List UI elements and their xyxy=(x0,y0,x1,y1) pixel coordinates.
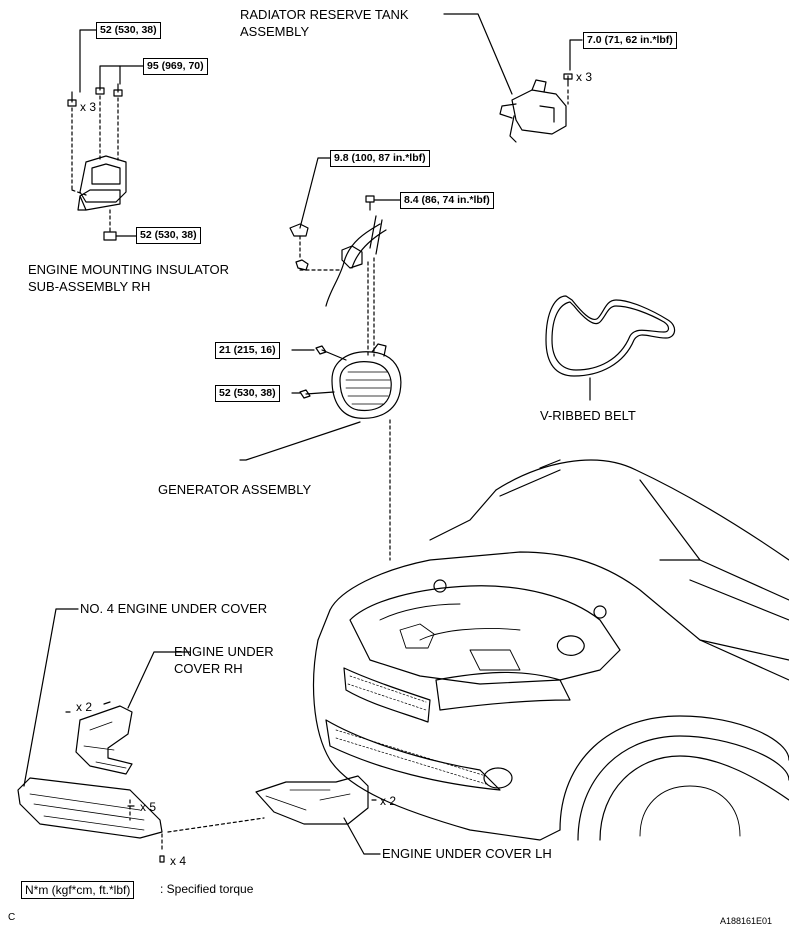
radiator-reserve-tank-drawing xyxy=(499,73,573,143)
engine-mount-label-line1: ENGINE MOUNTING INSULATOR xyxy=(28,262,230,277)
generator-drawing xyxy=(289,195,402,561)
qty-mount-bolts: x 3 xyxy=(80,100,97,114)
engine-mount-label-line2: SUB-ASSEMBLY RH xyxy=(28,279,151,294)
generator-label: GENERATOR ASSEMBLY xyxy=(158,482,312,497)
corner-letter: C xyxy=(8,912,16,923)
torque-mount-bolt-top: 52 (530, 38) xyxy=(96,22,161,39)
qty-cover-rh-clips: x 2 xyxy=(76,700,93,714)
car-drawing xyxy=(312,459,789,841)
under-cover-rh-label-line2: COVER RH xyxy=(174,661,243,676)
radiator-tank-label-line2: ASSEMBLY xyxy=(240,24,310,39)
engine-mounting-insulator-drawing xyxy=(67,81,127,241)
qty-no4-bolts: x 4 xyxy=(170,854,187,868)
v-ribbed-belt-label: V-RIBBED BELT xyxy=(540,408,636,423)
engine-under-cover-lh-drawing xyxy=(255,775,377,825)
qty-no4-clips: x 5 xyxy=(140,800,157,814)
qty-tank-bolts: x 3 xyxy=(576,70,593,84)
torque-legend-text: : Specified torque xyxy=(160,882,254,896)
qty-cover-lh-clips: x 2 xyxy=(380,794,397,808)
torque-mount-nut: 95 (969, 70) xyxy=(143,58,208,75)
torque-legend-unit-box: N*m (kgf*cm, ft.*lbf) xyxy=(21,881,135,899)
torque-generator-small-bolt: 8.4 (86, 74 in.*lbf) xyxy=(400,192,494,209)
torque-generator-nut: 9.8 (100, 87 in.*lbf) xyxy=(330,150,430,167)
torque-generator-upper-bolt: 21 (215, 16) xyxy=(215,342,280,359)
under-cover-rh-label-line1: ENGINE UNDER xyxy=(174,644,274,659)
engine-under-cover-rh-drawing xyxy=(65,701,133,775)
radiator-tank-label-line1: RADIATOR RESERVE TANK xyxy=(240,7,409,22)
no4-engine-under-cover-drawing xyxy=(17,777,265,863)
under-cover-lh-label: ENGINE UNDER COVER LH xyxy=(382,846,552,861)
torque-generator-lower-bolt: 52 (530, 38) xyxy=(215,385,280,402)
no4-under-cover-label: NO. 4 ENGINE UNDER COVER xyxy=(80,601,268,616)
torque-tank-bolt: 7.0 (71, 62 in.*lbf) xyxy=(583,32,677,49)
figure-id: A188161E01 xyxy=(720,916,773,926)
torque-mount-bottom: 52 (530, 38) xyxy=(136,227,201,244)
v-ribbed-belt-drawing xyxy=(545,295,676,377)
